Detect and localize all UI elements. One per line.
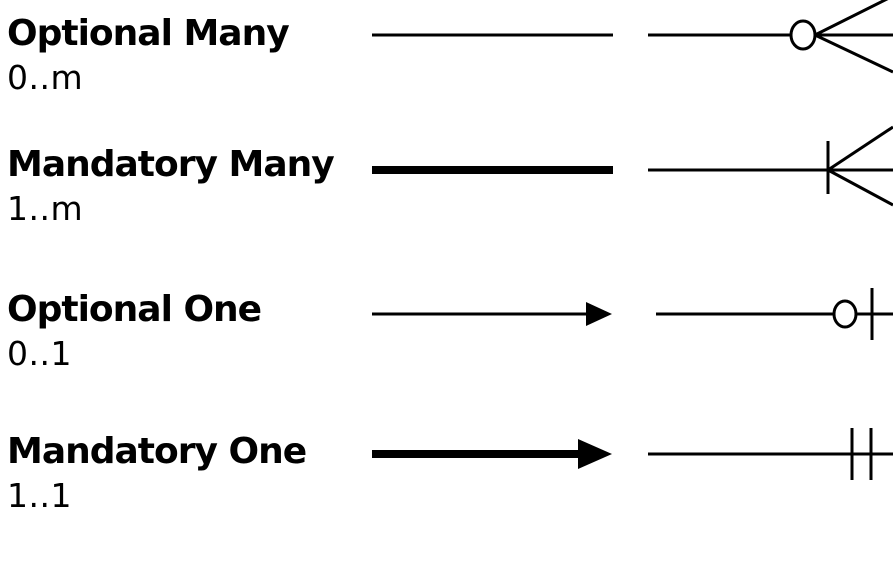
- crows-foot-one-many-icon: [648, 125, 893, 207]
- one-one-icon: [648, 428, 893, 480]
- mandatory-one-row: Mandatory One 1..1: [0, 428, 893, 562]
- optional-one-notation: [372, 288, 893, 340]
- optional-one-title: Optional One: [7, 289, 262, 330]
- thick-arrow-icon: [372, 439, 612, 469]
- optional-many-title: Optional Many: [7, 13, 290, 54]
- mandatory-one-notation: [372, 428, 893, 480]
- zero-one-icon: [656, 288, 893, 340]
- mandatory-one-cardinality: 1..1: [7, 476, 72, 515]
- optional-one-row: Optional One 0..1: [0, 288, 893, 420]
- thin-arrow-icon: [372, 302, 612, 326]
- optional-many-cardinality: 0..m: [7, 58, 84, 97]
- optional-one-cardinality: 0..1: [7, 334, 72, 373]
- optional-many-row: Optional Many 0..m: [0, 0, 893, 144]
- optional-many-notation: [372, 0, 893, 74]
- mandatory-many-cardinality: 1..m: [7, 189, 84, 228]
- erd-cardinality-legend: { "rows": [ { "title": "Optional Many", …: [0, 0, 893, 515]
- mandatory-many-title: Mandatory Many: [7, 144, 335, 185]
- mandatory-many-notation: [372, 125, 893, 207]
- mandatory-many-row: Mandatory Many 1..m: [0, 125, 893, 275]
- crows-foot-zero-many-icon: [648, 0, 893, 74]
- mandatory-one-title: Mandatory One: [7, 431, 307, 472]
